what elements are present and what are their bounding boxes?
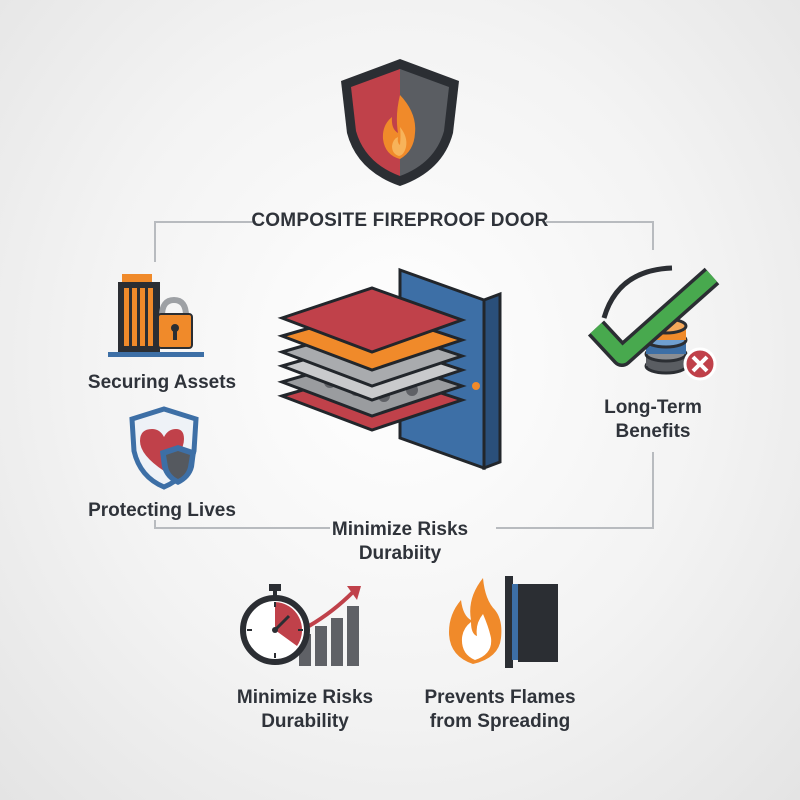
layered-door-icon [277,267,502,471]
label-bottom-right-line1: Prevents Flames [424,687,576,708]
label-protecting-lives: Protecting Lives [88,500,236,521]
label-bottom-left-line2: Durability [261,711,349,732]
label-center-bottom-line1: Minimize Risks [331,519,469,540]
flame-barrier-door-icon [449,576,558,668]
secure-building-lock-icon [108,274,204,357]
label-securing-assets: Securing Assets [87,372,237,393]
label-long-term-line1: Long-Term [604,397,702,418]
fire-shield-icon [341,59,459,186]
label-center-bottom-line2: Durabiity [358,543,442,564]
label-bottom-right-line2: from Spreading [429,711,571,732]
label-bottom-left-line1: Minimize Risks [236,687,374,708]
label-long-term-line2: Benefits [615,421,691,442]
checkmark-coins-icon [587,265,720,381]
heart-shield-icon [129,406,199,490]
stopwatch-growth-chart-icon [240,584,361,666]
diagram-title: COMPOSITE FIREPROOF DOOR [251,210,549,231]
